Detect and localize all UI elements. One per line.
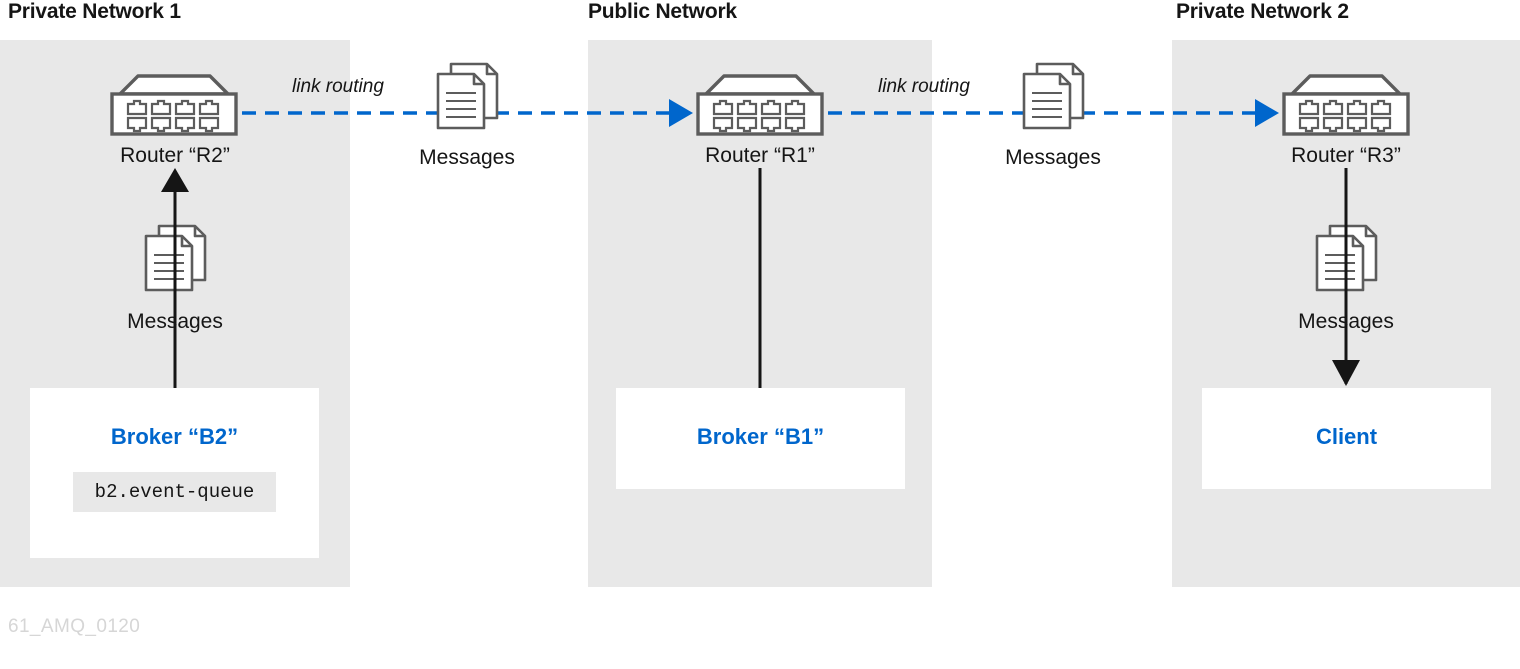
documents-icon (1315, 224, 1378, 292)
documents-icon (1022, 62, 1085, 130)
router-icon (110, 74, 238, 136)
zone-title-public-network: Public Network (588, 0, 737, 23)
documents-icon (144, 224, 207, 292)
router-icon (1282, 74, 1410, 136)
messages-label-link1: Messages (419, 146, 515, 169)
router-icon-r1[interactable] (694, 72, 826, 138)
router-icon (696, 74, 824, 136)
client-box[interactable]: Client (1202, 388, 1491, 489)
broker-box-b1[interactable]: Broker “B1” (616, 388, 905, 489)
messages-label-client: Messages (1298, 310, 1394, 333)
documents-icon-link1 (435, 60, 499, 132)
router-label-r1: Router “R1” (705, 144, 815, 167)
documents-icon-client (1314, 222, 1378, 294)
documents-icon (436, 62, 499, 130)
client-title: Client (1315, 424, 1378, 449)
link-routing-label-1: link routing (292, 76, 384, 97)
router-label-r2: Router “R2” (120, 144, 230, 167)
documents-icon-link2 (1021, 60, 1085, 132)
link-routing-label-2: link routing (878, 76, 970, 97)
zone-title-private-network-1: Private Network 1 (8, 0, 181, 23)
messages-label-link2: Messages (1005, 146, 1101, 169)
broker-title-b1: Broker “B1” (696, 424, 825, 449)
router-icon-r2[interactable] (108, 72, 240, 138)
documents-icon-broker-b2 (143, 222, 207, 294)
queue-name-chip: b2.event-queue (72, 472, 277, 512)
messages-label-broker-b2: Messages (127, 310, 223, 333)
broker-box-b2[interactable]: Broker “B2” b2.event-queue (30, 388, 319, 558)
router-icon-r3[interactable] (1280, 72, 1412, 138)
router-label-r3: Router “R3” (1291, 144, 1401, 167)
broker-title-b2: Broker “B2” (110, 424, 239, 449)
zone-title-private-network-2: Private Network 2 (1176, 0, 1349, 23)
figure-caption: 61_AMQ_0120 (8, 616, 141, 637)
